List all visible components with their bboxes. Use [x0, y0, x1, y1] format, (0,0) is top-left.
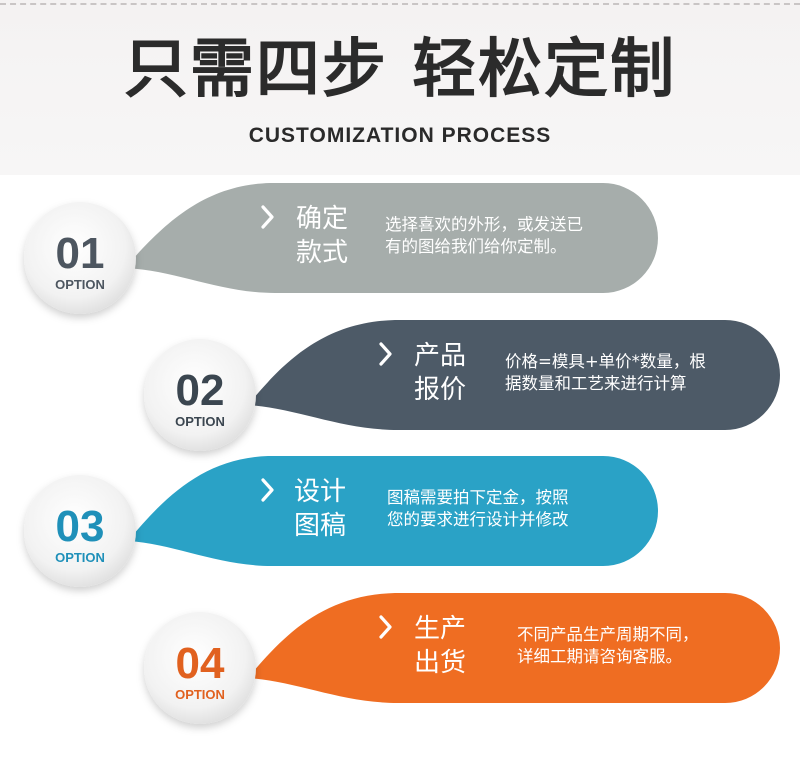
step-3-circle — [24, 475, 136, 587]
step-2-pill — [248, 320, 780, 430]
step-4-desc-line1: 不同产品生产周期不同， — [517, 625, 699, 644]
step-1-pill — [125, 183, 658, 293]
step-2-title-line1: 产品 — [414, 341, 467, 371]
step-2-group — [144, 320, 780, 451]
step-1-description: 选择喜欢的外形，或发送已 有的图给我们给你定制。 — [385, 214, 635, 258]
step-4-description: 不同产品生产周期不同， 详细工期请咨询客服。 — [517, 624, 767, 668]
step-3-pill — [128, 456, 658, 566]
step-4-number: 04 — [175, 639, 225, 688]
step-1-desc-line2: 有的图给我们给你定制。 — [385, 237, 567, 256]
step-4-title: 生产 出货 — [414, 612, 494, 680]
step-4-title-line2: 出货 — [414, 648, 467, 678]
step-3-description: 图稿需要拍下定金，按照 您的要求进行设计并修改 — [387, 487, 637, 531]
step-3-title-line1: 设计 — [294, 477, 347, 507]
step-1-title-line2: 款式 — [296, 238, 349, 268]
dashed-divider — [0, 3, 800, 5]
step-4-pill — [248, 593, 780, 703]
chevron-right-icon — [261, 205, 274, 229]
chevron-right-icon — [379, 615, 392, 639]
step-2-description: 价格=模具+单价*数量，根 据数量和工艺来进行计算 — [505, 351, 755, 395]
step-2-desc-line1: 价格=模具+单价*数量，根 — [505, 352, 706, 371]
step-4-title-line1: 生产 — [414, 614, 467, 644]
step-1-number: 01 — [55, 229, 105, 278]
chevron-right-icon — [379, 342, 392, 366]
step-3-group — [24, 456, 658, 587]
step-1-option-label: OPTION — [55, 277, 105, 292]
step-2-option-label: OPTION — [175, 414, 225, 429]
step-3-number: 03 — [55, 502, 105, 551]
page-title: 只需四步 轻松定制 — [123, 33, 677, 107]
step-1-desc-line1: 选择喜欢的外形，或发送已 — [385, 215, 583, 234]
step-4-option-label: OPTION — [175, 687, 225, 702]
step-3-desc-line1: 图稿需要拍下定金，按照 — [387, 488, 569, 507]
step-3-option-label: OPTION — [55, 550, 105, 565]
step-2-title-line2: 报价 — [414, 375, 467, 405]
step-1-circle — [24, 202, 136, 314]
chevron-right-icon — [261, 478, 274, 502]
step-2-title: 产品 报价 — [414, 339, 494, 407]
step-3-desc-line2: 您的要求进行设计并修改 — [387, 510, 569, 529]
step-4-circle — [144, 612, 256, 724]
step-1-title: 确定 款式 — [296, 202, 376, 270]
step-3-title-line2: 图稿 — [294, 511, 347, 541]
step-3-title: 设计 图稿 — [294, 475, 374, 543]
page-subtitle: CUSTOMIZATION PROCESS — [248, 124, 552, 147]
step-1-title-line1: 确定 — [296, 204, 349, 234]
step-1-group — [24, 183, 658, 314]
step-4-desc-line2: 详细工期请咨询客服。 — [517, 647, 682, 666]
step-4-group — [144, 593, 780, 724]
step-2-circle — [144, 339, 256, 451]
step-2-number: 02 — [175, 366, 225, 415]
header-background — [0, 0, 800, 175]
step-2-desc-line2: 据数量和工艺来进行计算 — [505, 374, 687, 393]
